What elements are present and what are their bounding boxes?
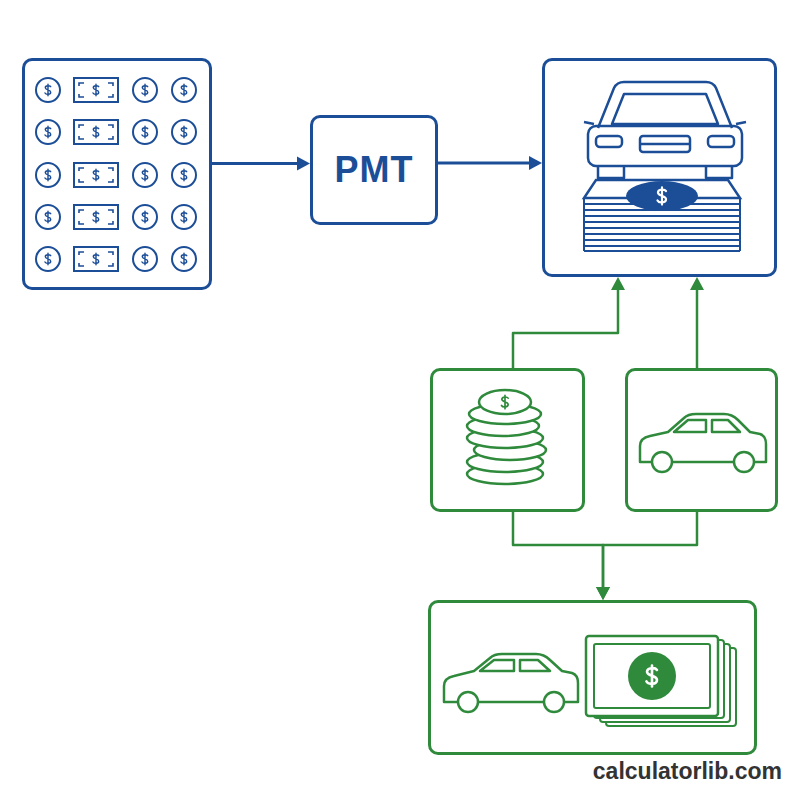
payments-box	[22, 58, 212, 290]
loan-box	[542, 58, 777, 277]
connector-line	[438, 162, 532, 165]
flow-arrow	[513, 512, 610, 600]
flow-arrow	[513, 277, 625, 368]
arrow-head	[297, 156, 310, 170]
car-side-icon	[640, 414, 766, 472]
arrow-head	[596, 587, 610, 600]
watermark: calculatorlib.com	[593, 758, 782, 785]
flow-arrow	[438, 156, 542, 170]
process-box: PMT	[310, 115, 438, 225]
connector-line	[513, 287, 618, 368]
arrow-head	[611, 277, 625, 290]
arrow-head	[690, 277, 704, 290]
connector-line	[696, 287, 699, 368]
flow-arrow	[212, 156, 310, 170]
coin-stack-icon	[467, 390, 546, 484]
node-label: PMT	[335, 149, 414, 191]
car-front-icon	[584, 82, 746, 178]
connector-line	[513, 512, 603, 590]
result-car-icon	[444, 654, 578, 712]
trade-in-box	[625, 368, 778, 512]
money-grid	[36, 78, 196, 271]
arrow-head	[596, 587, 610, 600]
flow-arrow	[690, 277, 704, 368]
arrow-head	[529, 156, 542, 170]
cash-stack-icon	[584, 180, 740, 251]
result-bill-icon	[586, 636, 736, 726]
result-box	[428, 600, 757, 755]
connector-line	[603, 512, 697, 590]
down-payment-box	[430, 368, 585, 512]
connector-line	[212, 162, 300, 165]
flow-arrow	[596, 512, 697, 600]
